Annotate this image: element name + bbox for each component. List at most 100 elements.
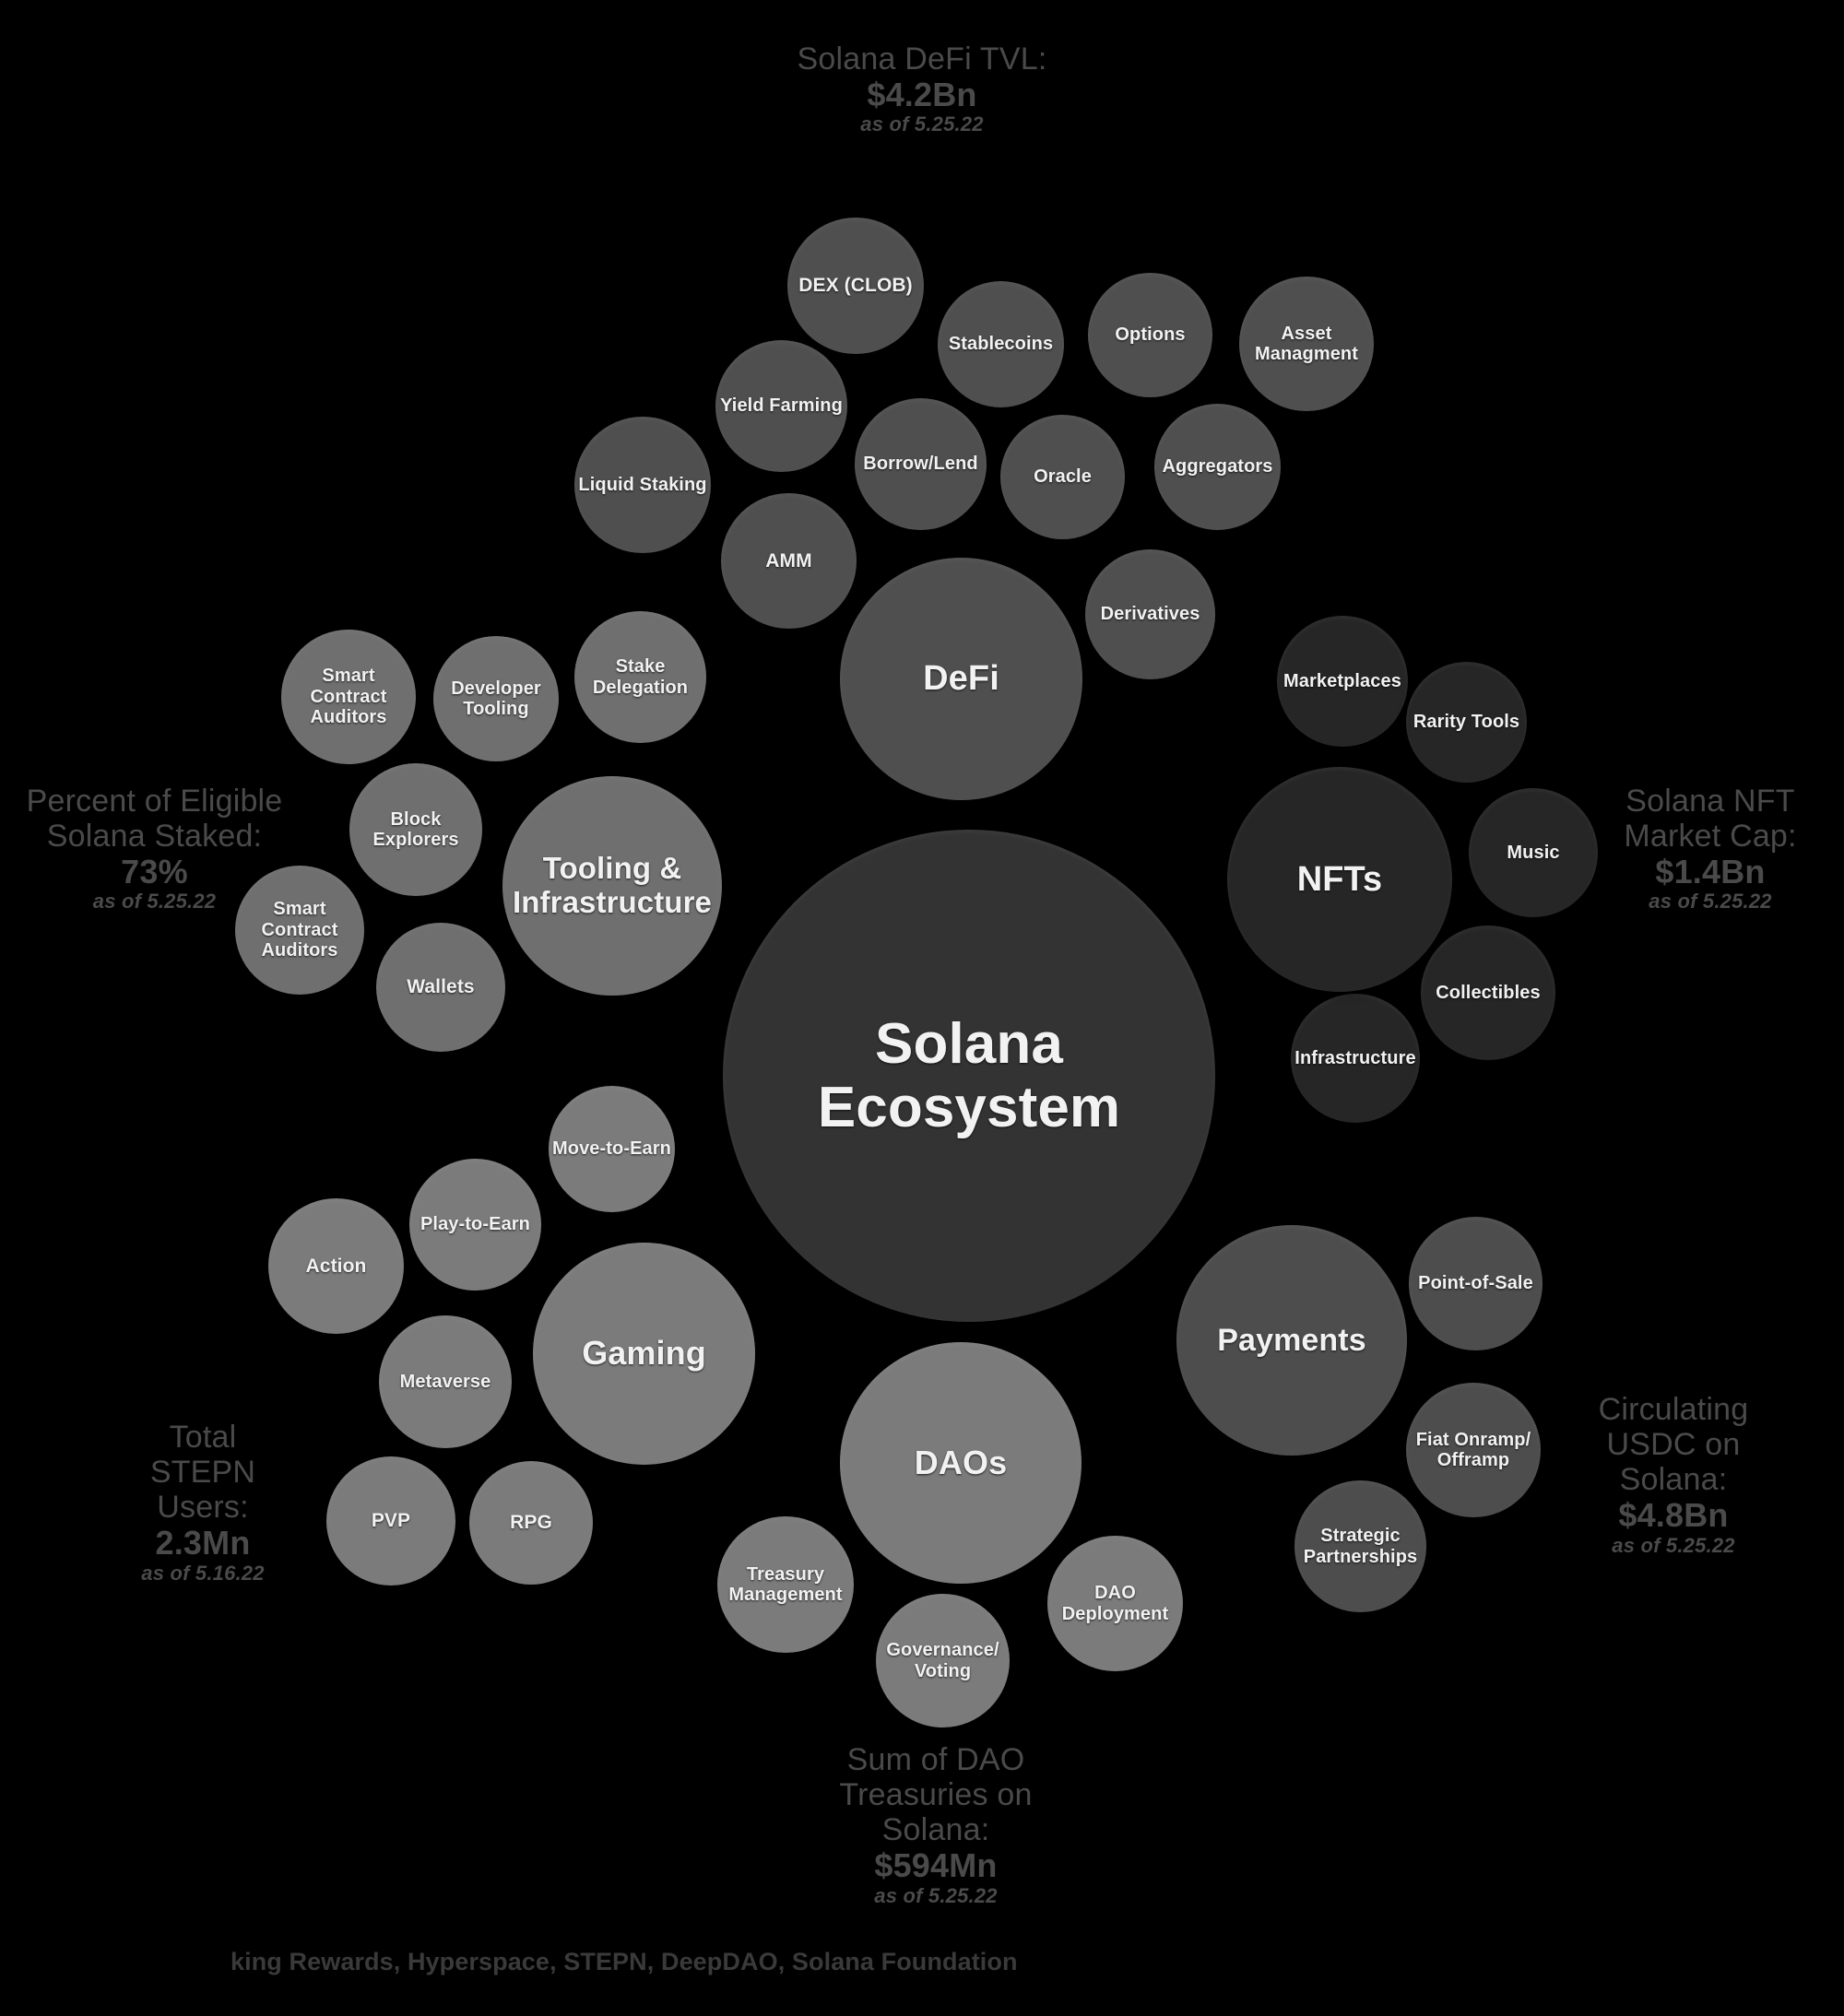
bubble-governance-voting[interactable]: Governance/ Voting	[876, 1594, 1010, 1727]
bubble-amm[interactable]: AMM	[721, 493, 857, 629]
bubble-nft-infrastructure[interactable]: Infrastructure	[1291, 994, 1420, 1123]
bubble-smart-contract-auditors-1-label: Smart Contract Auditors	[310, 666, 387, 728]
bubble-dex-clob[interactable]: DEX (CLOB)	[787, 218, 924, 354]
bubble-collectibles[interactable]: Collectibles	[1421, 925, 1555, 1060]
stat-dao-treasuries-value: $594Mn	[874, 1846, 998, 1885]
bubble-stake-delegation-label: Stake Delegation	[592, 656, 689, 698]
bubble-treasury-management-label: Treasury Management	[728, 1563, 843, 1605]
bubble-smart-contract-auditors-2[interactable]: Smart Contract Auditors	[235, 866, 364, 995]
bubble-action[interactable]: Action	[268, 1198, 404, 1334]
bubble-options[interactable]: Options	[1088, 273, 1212, 397]
bubble-collectibles-label: Collectibles	[1436, 982, 1541, 1003]
bubble-dex-clob-label: DEX (CLOB)	[798, 275, 913, 297]
stat-nft-market-cap-asof: as of 5.25.22	[1649, 890, 1772, 914]
bubble-tooling-hub-label: Tooling & Infrastructure	[513, 851, 712, 919]
bubble-aggregators[interactable]: Aggregators	[1154, 404, 1281, 530]
stat-defi-tvl-value: $4.2Bn	[867, 76, 977, 114]
bubble-borrow-lend[interactable]: Borrow/Lend	[855, 398, 987, 530]
bubble-amm-label: AMM	[765, 549, 812, 572]
stat-circulating-usdc-label: Circulating USDC on Solana:	[1598, 1392, 1749, 1498]
bubble-options-label: Options	[1115, 324, 1186, 346]
bubble-music[interactable]: Music	[1469, 788, 1598, 917]
bubble-nfts-hub-label: NFTs	[1296, 859, 1383, 899]
bubble-block-explorers-label: Block Explorers	[372, 808, 459, 850]
bubble-daos-hub[interactable]: DAOs	[840, 1342, 1082, 1584]
bubble-point-of-sale[interactable]: Point-of-Sale	[1409, 1217, 1543, 1350]
bubble-point-of-sale-label: Point-of-Sale	[1418, 1273, 1533, 1294]
bubble-nfts-hub[interactable]: NFTs	[1227, 767, 1452, 992]
stat-defi-tvl-label: Solana DeFi TVL:	[797, 41, 1047, 77]
bubble-tooling-hub[interactable]: Tooling & Infrastructure	[502, 776, 722, 996]
bubble-smart-contract-auditors-2-label: Smart Contract Auditors	[261, 899, 338, 961]
bubble-fiat-onramp-offramp-label: Fiat Onramp/ Offramp	[1415, 1429, 1531, 1470]
bubble-music-label: Music	[1507, 842, 1560, 863]
stat-nft-market-cap-value: $1.4Bn	[1655, 853, 1766, 891]
bubble-rpg-label: RPG	[510, 1512, 552, 1534]
stat-defi-tvl-asof: as of 5.25.22	[860, 112, 984, 136]
bubble-yield-farming[interactable]: Yield Farming	[715, 340, 847, 472]
stat-stepn-users-value: 2.3Mn	[155, 1524, 251, 1562]
bubble-wallets[interactable]: Wallets	[376, 923, 505, 1052]
bubble-gaming-hub[interactable]: Gaming	[533, 1243, 755, 1465]
bubble-dao-deployment[interactable]: DAO Deployment	[1047, 1536, 1183, 1671]
footer-sources: king Rewards, Hyperspace, STEPN, DeepDAO…	[230, 1948, 1018, 1975]
bubble-payments-hub-label: Payments	[1217, 1322, 1366, 1358]
bubble-marketplaces[interactable]: Marketplaces	[1277, 616, 1408, 747]
stat-nft-market-cap-label: Solana NFT Market Cap:	[1624, 784, 1797, 855]
stat-stepn-users-asof: as of 5.16.22	[141, 1561, 265, 1585]
bubble-oracle-label: Oracle	[1034, 466, 1092, 488]
stat-nft-market-cap: Solana NFT Market Cap: $1.4Bn as of 5.25…	[1577, 784, 1844, 914]
stat-percent-staked-value: 73%	[121, 853, 188, 891]
bubble-fiat-onramp-offramp[interactable]: Fiat Onramp/ Offramp	[1406, 1383, 1541, 1517]
bubble-asset-management[interactable]: Asset Managment	[1239, 277, 1374, 411]
bubble-aggregators-label: Aggregators	[1162, 456, 1273, 477]
bubble-defi-hub[interactable]: DeFi	[840, 558, 1082, 800]
bubble-oracle[interactable]: Oracle	[1000, 415, 1125, 539]
bubble-stablecoins[interactable]: Stablecoins	[938, 281, 1064, 407]
bubble-rarity-tools[interactable]: Rarity Tools	[1406, 662, 1527, 783]
bubble-gaming-hub-label: Gaming	[582, 1334, 706, 1373]
bubble-solana-ecosystem-core[interactable]: Solana Ecosystem	[723, 830, 1215, 1322]
bubble-play-to-earn[interactable]: Play-to-Earn	[409, 1159, 541, 1291]
bubble-smart-contract-auditors-1[interactable]: Smart Contract Auditors	[281, 630, 416, 764]
bubble-daos-hub-label: DAOs	[914, 1443, 1008, 1481]
bubble-yield-farming-label: Yield Farming	[720, 395, 843, 417]
bubble-metaverse[interactable]: Metaverse	[379, 1315, 512, 1448]
stat-dao-treasuries-asof: as of 5.25.22	[874, 1883, 998, 1907]
bubble-rarity-tools-label: Rarity Tools	[1413, 712, 1520, 733]
bubble-solana-ecosystem-core-label: Solana Ecosystem	[817, 1011, 1121, 1139]
bubble-rpg[interactable]: RPG	[469, 1461, 593, 1585]
bubble-pvp-label: PVP	[371, 1510, 411, 1532]
bubble-marketplaces-label: Marketplaces	[1283, 670, 1401, 691]
stat-defi-tvl: Solana DeFi TVL: $4.2Bn as of 5.25.22	[779, 41, 1065, 136]
bubble-nft-infrastructure-label: Infrastructure	[1294, 1047, 1416, 1068]
bubble-governance-voting-label: Governance/ Voting	[886, 1640, 999, 1681]
bubble-strategic-partnerships[interactable]: Strategic Partnerships	[1294, 1480, 1426, 1612]
bubble-treasury-management[interactable]: Treasury Management	[717, 1516, 854, 1653]
bubble-payments-hub[interactable]: Payments	[1176, 1225, 1407, 1456]
bubble-action-label: Action	[305, 1255, 367, 1277]
bubble-liquid-staking[interactable]: Liquid Staking	[574, 417, 711, 553]
bubble-block-explorers[interactable]: Block Explorers	[349, 763, 482, 896]
stat-percent-staked: Percent of Eligible Solana Staked: 73% a…	[23, 784, 286, 914]
bubble-borrow-lend-label: Borrow/Lend	[863, 454, 978, 475]
bubble-developer-tooling[interactable]: Developer Tooling	[433, 636, 559, 761]
bubble-move-to-earn[interactable]: Move-to-Earn	[549, 1086, 675, 1212]
bubble-defi-hub-label: DeFi	[923, 659, 999, 699]
bubble-wallets-label: Wallets	[407, 976, 475, 998]
bubble-pvp[interactable]: PVP	[326, 1456, 455, 1586]
bubble-stake-delegation[interactable]: Stake Delegation	[574, 611, 706, 743]
bubble-strategic-partnerships-label: Strategic Partnerships	[1303, 1526, 1418, 1567]
bubble-derivatives[interactable]: Derivatives	[1085, 549, 1215, 679]
stat-circulating-usdc-asof: as of 5.25.22	[1612, 1533, 1735, 1557]
bubble-metaverse-label: Metaverse	[399, 1371, 491, 1392]
stat-percent-staked-label: Percent of Eligible Solana Staked:	[26, 784, 283, 855]
stat-stepn-users: Total STEPN Users: 2.3Mn as of 5.16.22	[115, 1420, 290, 1585]
stat-dao-treasuries: Sum of DAO Treasuries on Solana: $594Mn …	[816, 1742, 1056, 1907]
bubble-developer-tooling-label: Developer Tooling	[451, 678, 541, 719]
bubble-dao-deployment-label: DAO Deployment	[1061, 1583, 1169, 1624]
bubble-derivatives-label: Derivatives	[1100, 604, 1200, 625]
bubble-asset-management-label: Asset Managment	[1254, 323, 1359, 364]
stat-stepn-users-label: Total STEPN Users:	[149, 1420, 256, 1526]
